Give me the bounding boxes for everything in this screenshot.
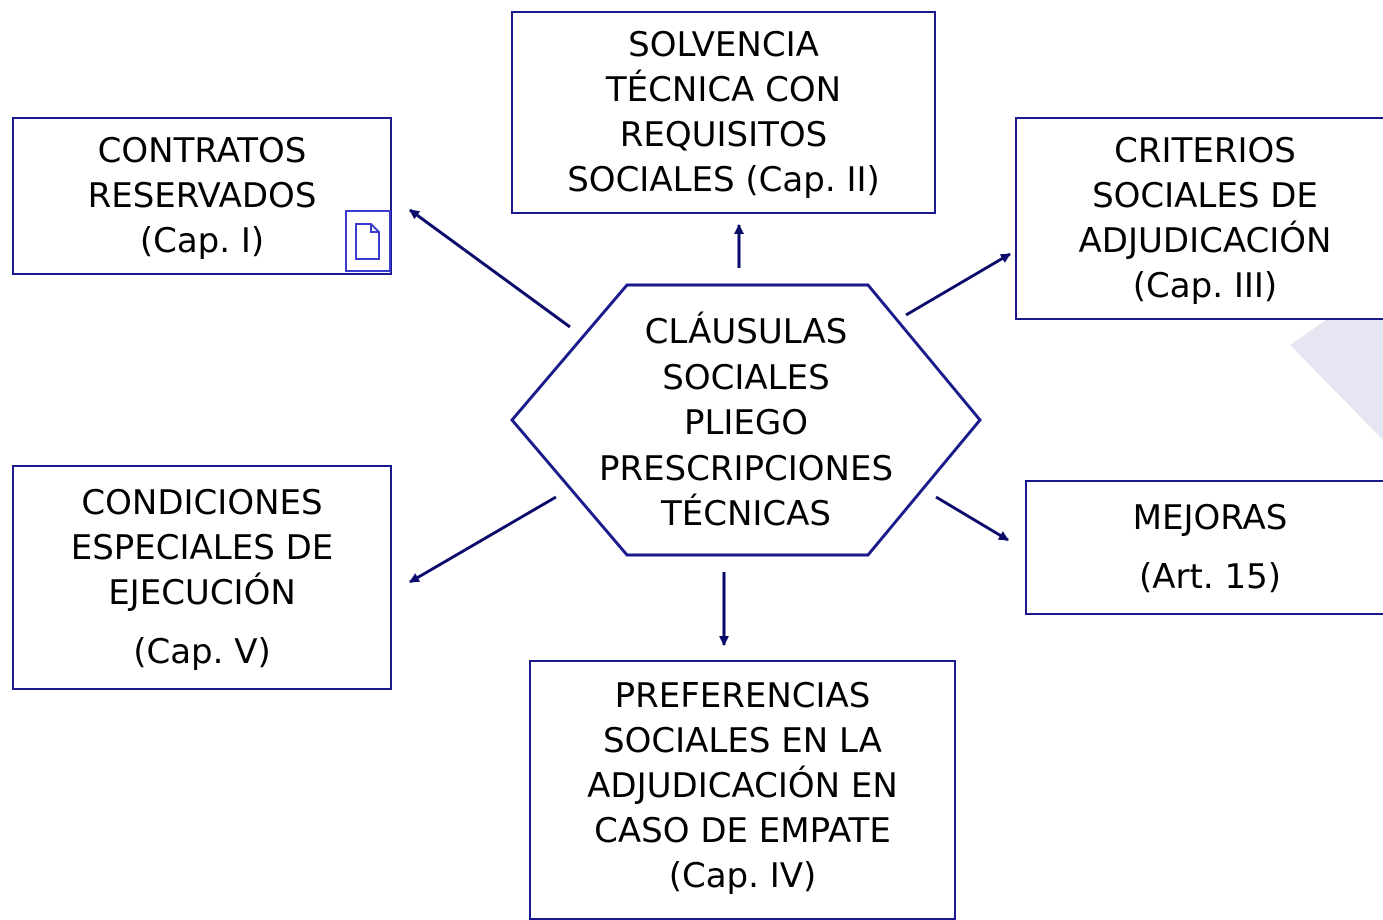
center-line: CLÁUSULAS	[644, 312, 848, 352]
box-line: MEJORAS	[1132, 497, 1288, 538]
box-line: SOLVENCIA	[628, 24, 819, 65]
box-line: ADJUDICACIÓN EN	[587, 766, 898, 806]
box-preferencias-sociales: PREFERENCIAS SOCIALES EN LA ADJUDICACIÓN…	[529, 660, 956, 920]
box-line: RESERVADOS	[87, 175, 317, 216]
box-condiciones-especiales: CONDICIONES ESPECIALES DE EJECUCIÓN (Cap…	[12, 465, 392, 690]
center-line: SOCIALES	[662, 357, 830, 398]
box-line: (Cap. I)	[139, 220, 265, 261]
box-line: (Art. 15)	[1139, 556, 1281, 597]
center-line: PLIEGO	[683, 403, 809, 443]
box-line: REQUISITOS	[619, 114, 828, 155]
center-line: PRESCRIPCIONES	[598, 448, 894, 489]
box-line: (Cap. V)	[133, 631, 271, 672]
box-line: CONTRATOS	[97, 130, 307, 171]
center-line: TÉCNICAS	[660, 494, 832, 534]
box-mejoras: MEJORAS (Art. 15)	[1025, 480, 1383, 615]
box-line: SOCIALES DE	[1092, 175, 1318, 216]
box-line: CONDICIONES	[81, 482, 323, 523]
box-line: CRITERIOS	[1114, 130, 1296, 171]
box-line: (Cap. III)	[1132, 265, 1278, 306]
box-line: (Cap. IV)	[668, 856, 817, 896]
box-solvencia-tecnica: SOLVENCIA TÉCNICA CON REQUISITOS SOCIALE…	[511, 11, 936, 214]
center-label: CLÁUSULAS SOCIALES PLIEGO PRESCRIPCIONES…	[560, 310, 932, 538]
box-line: PREFERENCIAS	[614, 676, 871, 716]
document-icon[interactable]	[345, 210, 391, 272]
box-line: CASO DE EMPATE	[594, 811, 891, 851]
box-line: ESPECIALES DE	[70, 527, 334, 568]
box-contratos-reservados: CONTRATOS RESERVADOS (Cap. I)	[12, 117, 392, 275]
box-line: SOCIALES (Cap. II)	[567, 159, 880, 200]
box-line: ADJUDICACIÓN	[1078, 220, 1332, 261]
box-line: SOCIALES EN LA	[603, 721, 882, 761]
box-line: TÉCNICA CON	[605, 69, 842, 110]
box-line: EJECUCIÓN	[108, 572, 296, 613]
box-criterios-sociales: CRITERIOS SOCIALES DE ADJUDICACIÓN (Cap.…	[1015, 117, 1383, 320]
